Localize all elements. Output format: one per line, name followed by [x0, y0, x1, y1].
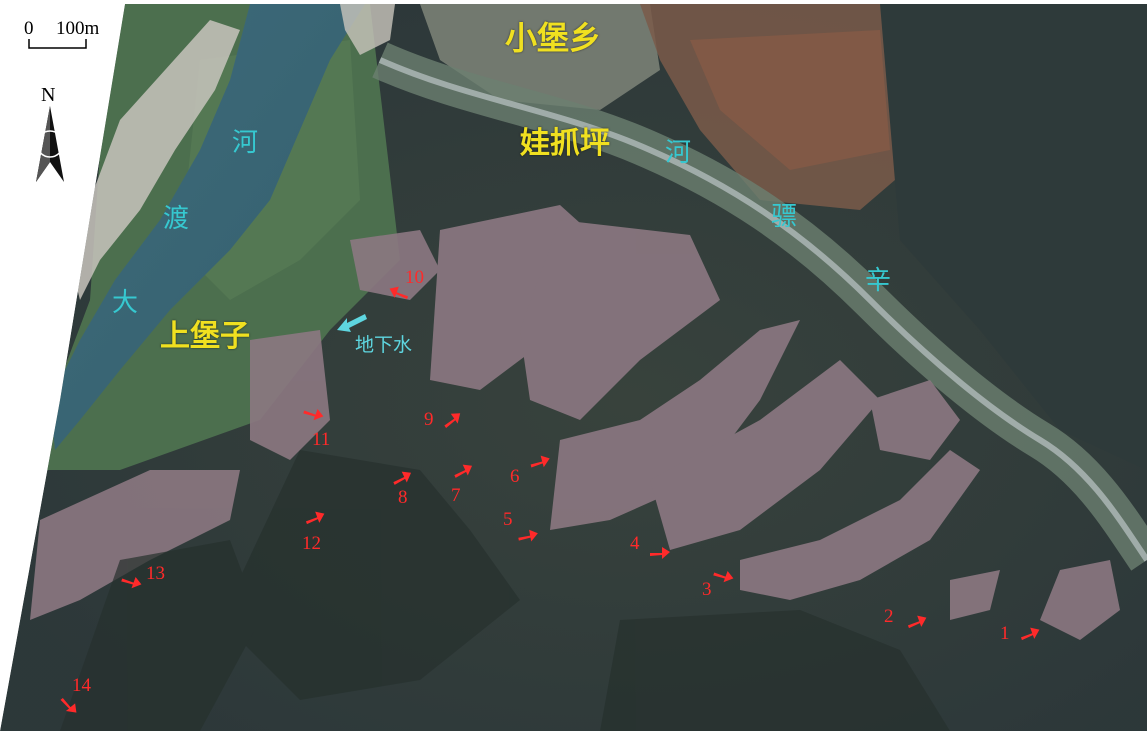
marker-arrow-icon: [303, 408, 324, 421]
scale-distance-label: 100m: [56, 18, 100, 39]
landslide-label-7: 7: [451, 485, 461, 506]
landslide-label-5: 5: [503, 509, 513, 530]
groundwater-label: 地下水: [355, 334, 413, 356]
landslide-label-9: 9: [424, 409, 434, 430]
marker-arrow-icon: [444, 413, 461, 428]
marker-arrow-icon: [650, 547, 670, 559]
landslide-label-12: 12: [302, 533, 321, 554]
marker-arrow-icon: [60, 697, 77, 713]
scale-zero-label: 0: [24, 18, 34, 39]
marker-arrow-icon: [389, 286, 409, 300]
river-label-du: 渡: [163, 204, 190, 234]
groundwater-arrow-icon: [337, 314, 367, 332]
river-label-xin: 辛: [865, 266, 892, 296]
landslide-label-13: 13: [146, 563, 165, 584]
marker-arrow-icon: [907, 615, 927, 629]
marker-arrow-icon: [518, 529, 538, 542]
river-label-he: 河: [232, 128, 259, 158]
river-label-piao: 骠: [771, 202, 798, 232]
north-arrow: N: [30, 84, 70, 184]
landslide-label-3: 3: [702, 579, 712, 600]
dadu-river: [50, 4, 365, 450]
landslide-label-11: 11: [312, 429, 331, 450]
north-arrow-icon: [36, 106, 64, 182]
landslide-scars: [30, 205, 1120, 640]
xinpiao-river: [378, 57, 1147, 562]
landslide-label-2: 2: [884, 606, 894, 627]
landslide-label-1: 1: [1000, 623, 1010, 644]
landslide-label-8: 8: [398, 487, 408, 508]
scale-bar-line: [28, 39, 87, 49]
place-label-shangbaozi: 上堡子: [160, 319, 250, 354]
river-label-he2: 河: [665, 138, 692, 168]
scale-bar: 0 100m: [20, 16, 110, 52]
landslide-label-14: 14: [72, 675, 91, 696]
marker-arrow-icon: [393, 471, 412, 485]
river-label-da: 大: [112, 288, 139, 318]
marker-arrow-icon: [713, 570, 734, 583]
landslide-label-6: 6: [510, 466, 520, 487]
landslide-label-4: 4: [630, 533, 640, 554]
north-label: N: [41, 84, 56, 106]
marker-arrow-icon: [530, 455, 550, 468]
marker-arrow-icon: [454, 464, 473, 478]
marker-arrow-icon: [121, 576, 142, 589]
place-label-wazhuaping: 娃抓坪: [520, 126, 610, 161]
marker-arrow-icon: [305, 511, 325, 525]
place-label-xiaobaoxiang: 小堡乡: [505, 19, 602, 57]
landslide-label-10: 10: [405, 267, 424, 288]
marker-arrow-icon: [1020, 627, 1040, 641]
